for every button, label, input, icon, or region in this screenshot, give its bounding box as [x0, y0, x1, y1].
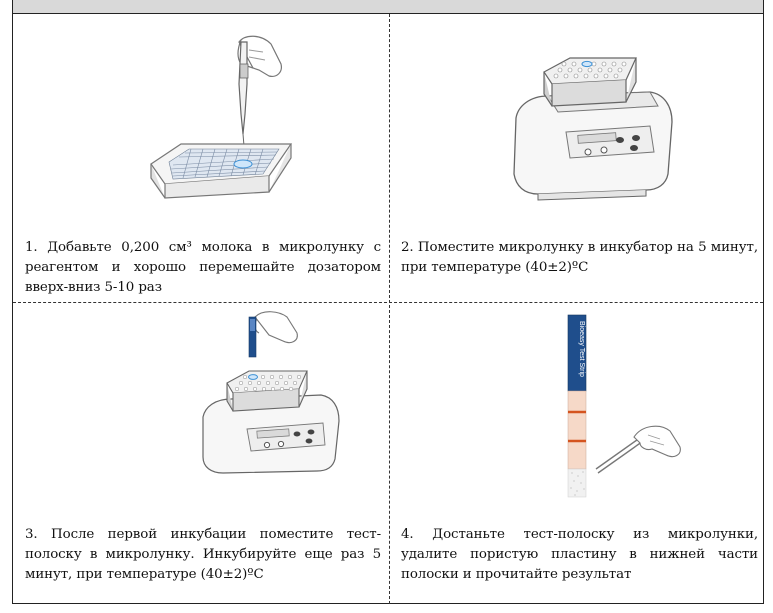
step-4-text: 4. Достаньте тест-полоску из микролунки,…: [401, 527, 758, 582]
instruction-sheet: 1. Добавьте 0,200 см³ молока в микролунк…: [12, 0, 764, 604]
incubator-icon: [513, 57, 673, 201]
step-1-cell: 1. Добавьте 0,200 см³ молока в микролунк…: [13, 14, 389, 302]
step-4-cell: Bioeasy Test Strip 4. Достаньте тест-пол…: [390, 303, 765, 604]
strip-label: Bioeasy Test Strip: [578, 321, 585, 377]
step-1-text: 1. Добавьте 0,200 см³ молока в микролунк…: [25, 240, 381, 295]
test-strip-icon: Bioeasy Test Strip: [567, 314, 681, 498]
strip-into-incubator-icon: [202, 311, 340, 474]
step-2-cell: 2. Поместите микролунку в инкубатор на 5…: [390, 14, 765, 302]
step-3-cell: 3. После первой инкубации поместите тест…: [13, 303, 389, 604]
pipette-microplate-icon: [150, 35, 293, 199]
step-3-text: 3. После первой инкубации поместите тест…: [25, 527, 381, 582]
step-2-text: 2. Поместите микролунку в инкубатор на 5…: [401, 240, 758, 275]
vertical-divider: [389, 14, 390, 604]
header-bar: [13, 0, 763, 14]
horizontal-divider: [13, 302, 763, 303]
